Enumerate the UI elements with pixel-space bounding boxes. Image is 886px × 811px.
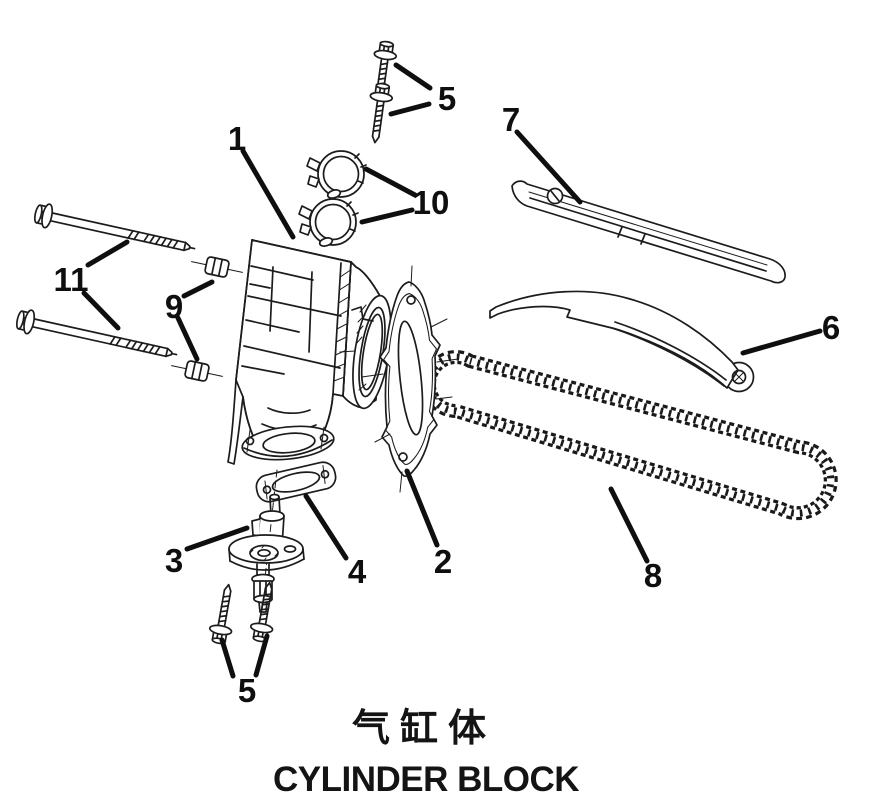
leader-line-5-top-b xyxy=(388,101,432,117)
callout-labels: 1 2 3 4 5 5 6 7 8 9 10 11 xyxy=(54,80,841,709)
leader-line-10-b xyxy=(359,207,415,225)
cylinder-block-drawing xyxy=(227,239,405,465)
diagram-title-english: CYLINDER BLOCK xyxy=(272,760,580,799)
flange-bolts-top-drawing xyxy=(363,39,399,145)
leader-lines xyxy=(81,62,823,679)
callout-1-label: 1 xyxy=(228,120,246,157)
callout-5-top-label: 5 xyxy=(438,80,456,117)
leader-line-1 xyxy=(240,148,296,240)
leader-line-2 xyxy=(404,468,440,548)
leader-line-3 xyxy=(184,525,250,552)
leader-line-5-bottom-a xyxy=(219,637,236,679)
leader-line-11-b xyxy=(81,290,121,331)
leader-line-5-bottom-b xyxy=(253,633,270,678)
tensioner-gasket-drawing xyxy=(255,461,337,503)
leader-line-6 xyxy=(740,328,823,356)
callout-6-label: 6 xyxy=(822,309,840,346)
leader-line-11-a xyxy=(85,239,130,268)
leader-line-9-a xyxy=(181,279,215,299)
leader-line-7 xyxy=(514,129,583,205)
chain-guide-drawing xyxy=(511,180,786,284)
hose-clamps-drawing xyxy=(298,150,367,249)
callout-3-label: 3 xyxy=(165,542,183,579)
cylinder-stud-bolts-drawing xyxy=(13,200,198,368)
callout-11-label: 11 xyxy=(54,261,89,298)
callout-9-label: 9 xyxy=(165,288,183,325)
callout-8-label: 8 xyxy=(644,557,662,594)
leader-line-8 xyxy=(608,486,650,564)
leader-line-9-b xyxy=(175,315,200,362)
leader-line-4 xyxy=(303,493,349,561)
leader-line-5-top-a xyxy=(393,62,433,91)
timing-chain-drawing xyxy=(429,357,831,513)
callout-2-label: 2 xyxy=(434,543,452,580)
callout-10-label: 10 xyxy=(413,184,450,221)
callout-4-label: 4 xyxy=(348,553,367,590)
diagram-title-chinese: 气缸体 xyxy=(351,708,497,750)
chain-tensioner-guide-drawing xyxy=(489,290,755,393)
callout-5-bottom-label: 5 xyxy=(238,672,256,709)
cylinder-gasket-drawing xyxy=(361,265,459,493)
leader-line-10-a xyxy=(363,166,418,198)
callout-7-label: 7 xyxy=(502,101,520,138)
